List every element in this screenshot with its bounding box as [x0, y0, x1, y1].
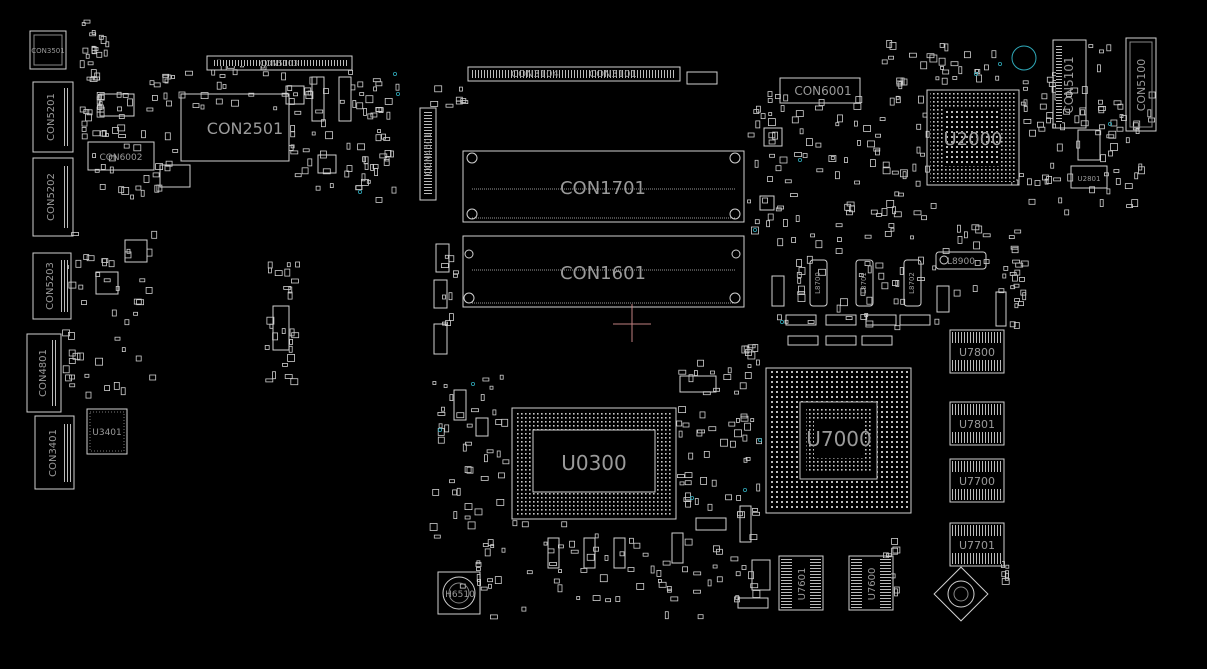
label-l8701: L8701	[860, 272, 868, 294]
label-con1701: CON1701	[560, 178, 646, 199]
label-l8700: L8700	[814, 272, 822, 294]
label-con3401: CON3401	[48, 429, 59, 477]
u7800-part[interactable]	[949, 329, 1005, 374]
label-u7601: U7601	[797, 568, 808, 601]
label-con5101: CON5101	[1062, 56, 1076, 113]
label-l8900: L8900	[947, 257, 975, 267]
h6510-part[interactable]	[437, 571, 481, 615]
con3401-part[interactable]	[34, 415, 75, 490]
label-con5201: CON5201	[46, 93, 57, 141]
l8900-part[interactable]	[935, 251, 987, 270]
con6002-part[interactable]	[87, 141, 155, 171]
con3104-part[interactable]	[467, 66, 681, 82]
label-con4801: CON4801	[38, 349, 49, 397]
u7601-part[interactable]	[778, 555, 824, 611]
l8702-part[interactable]	[903, 259, 922, 307]
label-u2000: U2000	[944, 129, 1003, 150]
con5203-part[interactable]	[32, 252, 72, 320]
label-u0300: U0300	[561, 451, 627, 475]
label-h6510: H6510	[445, 590, 475, 600]
u7600-part[interactable]	[848, 555, 894, 611]
label-con5100: CON5100	[1135, 59, 1148, 112]
label-con6002: CON6002	[99, 153, 142, 163]
u3401-part[interactable]	[86, 408, 128, 455]
label-con5103: CON5103	[260, 59, 298, 68]
label-con4501: CON4501	[424, 132, 434, 175]
label-con3104: CON3104	[511, 69, 559, 80]
label-con1601: CON1601	[560, 263, 646, 284]
label-u7700: U7700	[959, 475, 995, 488]
con5202-part[interactable]	[32, 157, 74, 237]
con5201-part[interactable]	[32, 81, 74, 153]
con5101-part[interactable]	[1052, 39, 1087, 129]
u7801-part[interactable]	[949, 401, 1005, 446]
label-con3501: CON3501	[31, 47, 64, 55]
label-u7801: U7801	[959, 418, 995, 431]
label-u2801: U2801	[1078, 175, 1101, 183]
con4501-part[interactable]	[419, 107, 437, 201]
u7000-part[interactable]	[765, 367, 912, 514]
con1701-part[interactable]	[462, 150, 745, 223]
label-u3401: U3401	[92, 428, 122, 438]
u2000-part[interactable]	[926, 89, 1020, 186]
u0300-part[interactable]	[511, 407, 677, 520]
label-con2501: CON2501	[207, 119, 283, 138]
crosshair-cursor-icon	[613, 304, 651, 342]
l8701-part[interactable]	[855, 259, 874, 307]
label-u7701: U7701	[959, 539, 995, 552]
con5100-part[interactable]	[1125, 37, 1157, 132]
label-con5202: CON5202	[46, 173, 57, 221]
label-con3101: CON3101	[589, 69, 637, 80]
u7700-part[interactable]	[949, 458, 1005, 503]
con3501-part[interactable]	[29, 30, 67, 70]
label-l8702: L8702	[908, 272, 916, 294]
con4801-part[interactable]	[26, 333, 62, 413]
label-u7800: U7800	[959, 346, 995, 359]
con1601-part[interactable]	[462, 235, 745, 308]
con6001-part[interactable]	[779, 77, 861, 104]
u7701-part[interactable]	[949, 522, 1005, 567]
standoff-part[interactable]	[933, 566, 989, 622]
label-con5203: CON5203	[45, 262, 56, 310]
label-con6001: CON6001	[794, 84, 851, 98]
label-u7600: U7600	[867, 568, 878, 601]
con2501-part[interactable]	[180, 55, 353, 162]
label-u7000: U7000	[806, 427, 872, 451]
l8700-part[interactable]	[809, 259, 828, 307]
